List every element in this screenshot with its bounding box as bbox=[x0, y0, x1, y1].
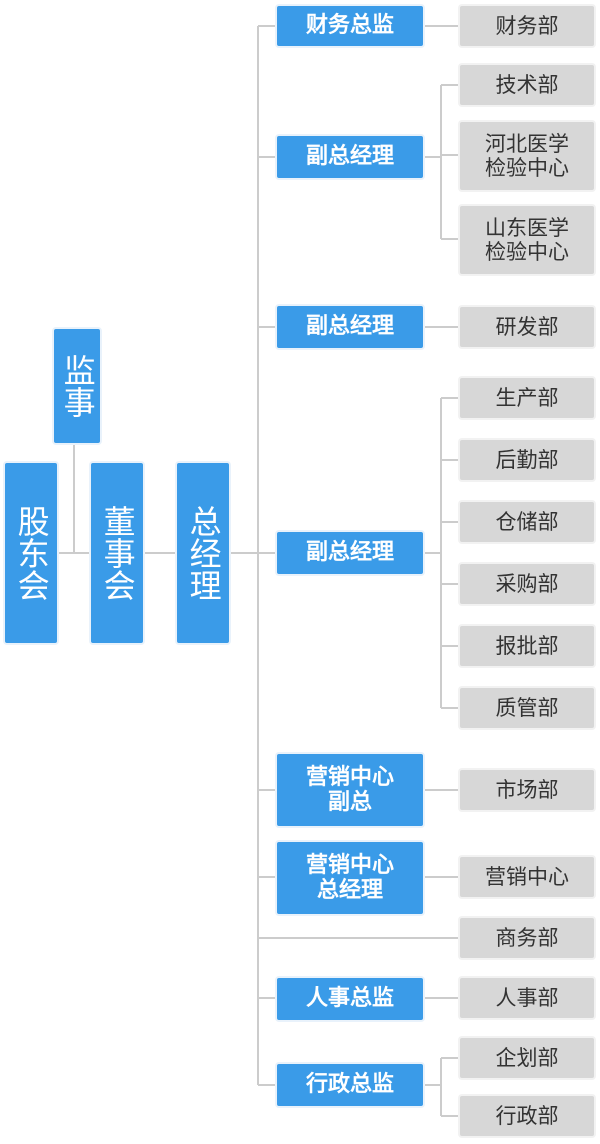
manager-label: 副总经理 bbox=[305, 540, 394, 566]
manager-hr-director: 人事总监 bbox=[275, 976, 425, 1022]
shareholders-label: 股东会 bbox=[12, 505, 51, 601]
dept-hr: 人事部 bbox=[458, 976, 596, 1020]
dept-finance: 财务部 bbox=[458, 4, 596, 48]
board-box: 董事会 bbox=[89, 461, 145, 645]
manager-label: 人事总监 bbox=[305, 986, 394, 1012]
dept-label: 商务部 bbox=[495, 925, 559, 950]
general-manager-label: 总经理 bbox=[184, 505, 223, 601]
dept-purchasing: 采购部 bbox=[458, 562, 596, 606]
manager-admin-director: 行政总监 bbox=[275, 1062, 425, 1108]
supervisor-label: 监事 bbox=[58, 354, 97, 418]
manager-label: 财务总监 bbox=[305, 13, 394, 39]
dept-tech: 技术部 bbox=[458, 63, 596, 107]
dept-logistics: 后勤部 bbox=[458, 438, 596, 482]
board-label: 董事会 bbox=[98, 505, 137, 601]
dept-label: 人事部 bbox=[495, 985, 559, 1010]
manager-marketing-gm: 营销中心 总经理 bbox=[275, 840, 425, 916]
dept-label: 后勤部 bbox=[495, 447, 559, 472]
dept-production: 生产部 bbox=[458, 376, 596, 420]
manager-vice-gm-rd: 副总经理 bbox=[275, 304, 425, 350]
manager-vice-gm-tech: 副总经理 bbox=[275, 134, 425, 180]
dept-label: 市场部 bbox=[495, 777, 559, 802]
dept-quality: 质管部 bbox=[458, 686, 596, 730]
general-manager-box: 总经理 bbox=[175, 461, 231, 645]
dept-label: 技术部 bbox=[495, 72, 559, 97]
manager-label: 行政总监 bbox=[305, 1072, 394, 1098]
dept-label: 仓储部 bbox=[495, 509, 559, 534]
dept-marketing-center: 营销中心 bbox=[458, 855, 596, 899]
dept-label: 生产部 bbox=[495, 385, 559, 410]
dept-shandong-lab: 山东医学 检验中心 bbox=[458, 204, 596, 276]
manager-label: 副总经理 bbox=[305, 144, 394, 170]
dept-registration: 报批部 bbox=[458, 624, 596, 668]
dept-label: 采购部 bbox=[495, 571, 559, 596]
shareholders-box: 股东会 bbox=[3, 461, 59, 645]
dept-label: 河北医学 检验中心 bbox=[485, 131, 569, 180]
manager-vice-gm-production: 副总经理 bbox=[275, 530, 425, 576]
dept-label: 营销中心 bbox=[485, 864, 569, 889]
manager-label: 营销中心 副总 bbox=[305, 764, 394, 815]
dept-market: 市场部 bbox=[458, 768, 596, 812]
dept-label: 企划部 bbox=[495, 1045, 559, 1070]
dept-admin: 行政部 bbox=[458, 1094, 596, 1138]
dept-planning: 企划部 bbox=[458, 1036, 596, 1080]
manager-finance-director: 财务总监 bbox=[275, 4, 425, 48]
dept-warehouse: 仓储部 bbox=[458, 500, 596, 544]
dept-rd: 研发部 bbox=[458, 305, 596, 349]
dept-label: 研发部 bbox=[495, 314, 559, 339]
manager-label: 副总经理 bbox=[305, 314, 394, 340]
dept-business: 商务部 bbox=[458, 916, 596, 960]
dept-label: 报批部 bbox=[495, 633, 559, 658]
dept-label: 质管部 bbox=[495, 695, 559, 720]
manager-marketing-vp: 营销中心 副总 bbox=[275, 752, 425, 828]
dept-label: 财务部 bbox=[495, 13, 559, 38]
dept-label: 行政部 bbox=[495, 1103, 559, 1128]
supervisor-box: 监事 bbox=[52, 327, 102, 445]
manager-label: 营销中心 总经理 bbox=[305, 852, 394, 903]
dept-hebei-lab: 河北医学 检验中心 bbox=[458, 120, 596, 192]
dept-label: 山东医学 检验中心 bbox=[485, 215, 569, 264]
